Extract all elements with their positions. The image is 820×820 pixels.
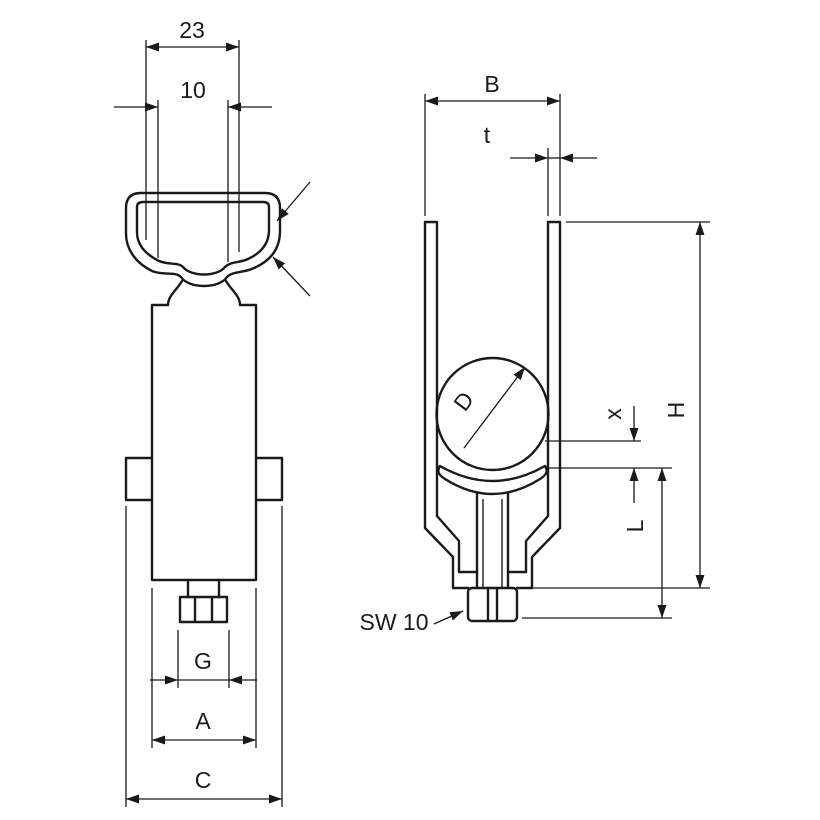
dim-A-extension-lines — [151, 588, 257, 748]
clamp-body — [150, 303, 258, 582]
dim-L-label: L — [622, 519, 648, 532]
dimension-B: B — [424, 71, 561, 216]
hex-nut — [178, 595, 229, 624]
front-view-dimensions: 23 10 G A — [114, 17, 311, 807]
dim-H-label: H — [663, 402, 689, 419]
dimension-t: t — [484, 122, 597, 216]
dim-23-extension-lines — [145, 40, 240, 252]
channel-funnel — [423, 514, 562, 590]
screw-head — [466, 586, 519, 623]
side-view-dimensions: B t D x L — [359, 71, 710, 635]
dimension-D: D — [448, 366, 526, 449]
channel-bottom-edges — [451, 570, 534, 590]
clamp-neck — [166, 279, 242, 307]
screw-head-slot — [486, 586, 499, 623]
dim-D-leader — [463, 366, 526, 449]
dim-C-label: C — [195, 767, 212, 793]
channel-walls — [423, 220, 562, 530]
wrench-size-callout: SW 10 — [359, 609, 464, 635]
thickness-pointer-top — [276, 181, 311, 222]
clamp-saddle — [437, 464, 548, 496]
dimension-G: G — [150, 630, 257, 688]
front-view: 23 10 G A — [114, 17, 311, 807]
dim-x-extension-lines — [545, 440, 672, 469]
side-view: B t D x L — [359, 71, 710, 635]
sw10-leader — [433, 610, 464, 625]
clamp-head-outer-profile — [124, 191, 282, 288]
dimension-x: x — [545, 406, 672, 503]
screw-thread-lines — [482, 499, 503, 588]
clamp-side-tab-right — [254, 456, 284, 502]
dimension-A: A — [151, 588, 257, 748]
clamp-side-tab-left — [124, 456, 154, 502]
dim-A-label: A — [195, 708, 211, 734]
dim-10-label: 10 — [180, 77, 206, 103]
thickness-pointer-bottom — [272, 256, 311, 297]
sw10-label: SW 10 — [359, 609, 428, 635]
dimension-C: C — [125, 506, 283, 807]
dim-G-label: G — [194, 648, 212, 674]
dim-H-extension-lines — [520, 221, 710, 589]
dimension-10: 10 — [114, 77, 272, 262]
dimension-H: H — [520, 221, 710, 589]
front-view-part — [124, 191, 284, 624]
dim-x-label: x — [600, 408, 626, 420]
screw-shaft-front — [186, 578, 221, 599]
dim-B-extension-lines — [424, 94, 561, 216]
clamp-head-inner-profile — [135, 200, 271, 276]
dim-10-extension-lines — [157, 100, 229, 262]
side-view-part — [423, 220, 562, 623]
cable-circle — [435, 356, 550, 472]
material-thickness-pointers — [272, 181, 311, 297]
dim-C-extension-lines — [125, 506, 283, 807]
dim-23-label: 23 — [179, 17, 205, 43]
dimension-23: 23 — [145, 17, 240, 252]
dim-B-label: B — [484, 71, 499, 97]
dim-t-label: t — [484, 122, 491, 148]
screw-shaft-side — [475, 491, 510, 590]
dimension-L: L — [522, 468, 672, 619]
dim-D-label: D — [448, 387, 479, 416]
